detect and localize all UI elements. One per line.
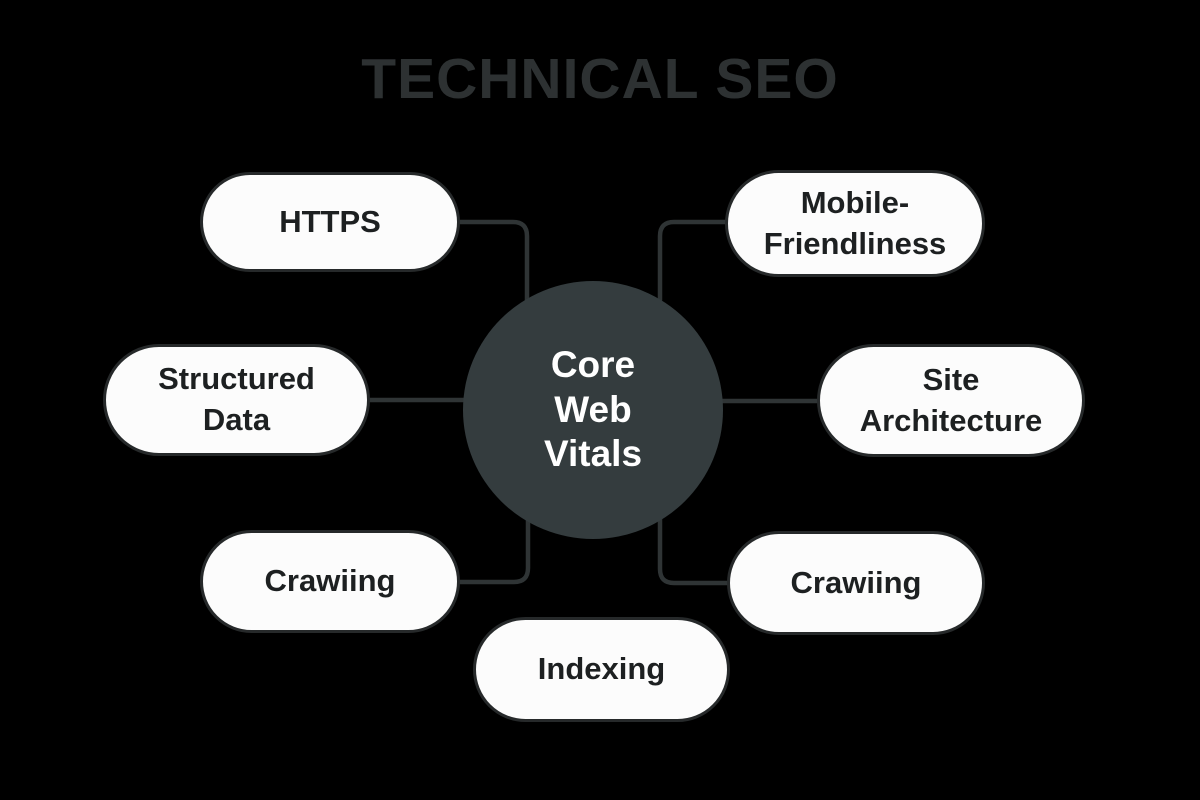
node-https-label: HTTPS [279,203,381,239]
node-crawling-right-label: Crawiing [790,564,922,600]
node-crawling-right: Crawiing [727,531,985,635]
connector-https [453,219,530,305]
node-https: HTTPS [200,172,460,272]
connector-crawling-left [453,515,531,585]
node-mobile-friendliness-label: Mobile- Friendliness [763,184,947,261]
node-structured-data: Structured Data [103,344,370,456]
node-indexing: Indexing [473,617,730,722]
diagram-title: TECHNICAL SEO [361,47,839,111]
node-crawling-left: Crawiing [200,530,460,633]
connector-mobile-friendliness [657,219,732,303]
center-node-core-web-vitals: Core Web Vitals [463,281,723,539]
node-indexing-label: Indexing [537,651,666,687]
node-structured-data-label: Structured Data [158,361,315,437]
center-node-label: Core Web Vitals [543,344,643,475]
node-crawling-left-label: Crawiing [264,563,396,599]
node-mobile-friendliness: Mobile- Friendliness [725,170,985,277]
node-site-architecture: Site Architecture [817,344,1085,457]
node-site-architecture-label: Site Architecture [859,361,1043,438]
connector-crawling-right [657,515,732,586]
